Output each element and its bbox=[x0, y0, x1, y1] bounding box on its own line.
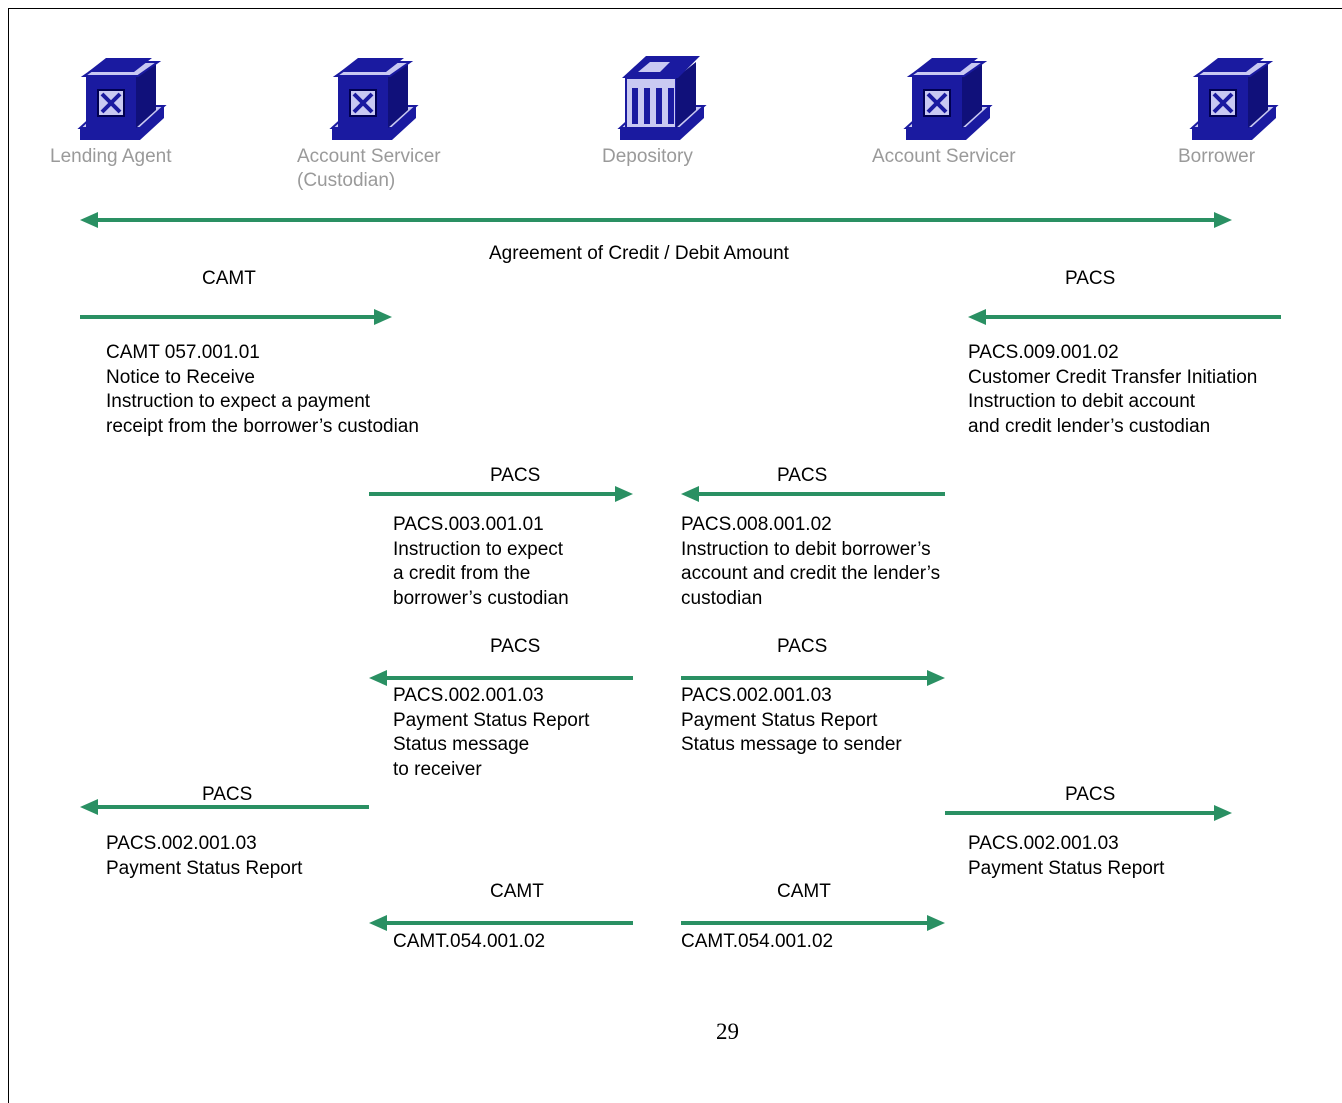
pacs-002-right-description: PACS.002.001.03 Payment Status Report bbox=[968, 832, 1164, 881]
message-line: Payment Status Report bbox=[968, 857, 1165, 879]
pacs-002-left-arrow bbox=[80, 799, 369, 815]
message-line: PACS.002.001.03 bbox=[681, 685, 832, 706]
message-line: PACS.003.001.01 bbox=[393, 514, 544, 535]
message-line: a credit from the bbox=[393, 563, 531, 584]
message-line: Instruction to expect bbox=[393, 538, 564, 560]
pacs-003-description: PACS.003.001.01 Instruction to expect a … bbox=[393, 513, 569, 611]
message-line: to receiver bbox=[393, 758, 482, 780]
message-line: Instruction to debit account bbox=[968, 391, 1196, 412]
pacs-008-arrow bbox=[681, 486, 945, 502]
actor-custodian-2: Account Servicer bbox=[872, 146, 1016, 167]
message-line: Instruction to debit borrower’s bbox=[681, 538, 931, 560]
actor-depository: Depository bbox=[602, 146, 693, 167]
pacs-002-right-arrow bbox=[945, 805, 1232, 821]
message-line: and credit lender’s custodian bbox=[968, 415, 1211, 437]
pacs-003-arrow bbox=[369, 486, 633, 502]
message-line: account and credit the lender’s bbox=[681, 563, 941, 584]
camt-054-left-description: CAMT.054.001.02 bbox=[393, 930, 545, 955]
message-line: custodian bbox=[681, 587, 763, 609]
agreement-label: Agreement of Credit / Debit Amount bbox=[489, 243, 789, 264]
pacs-002-receiver-arrow bbox=[369, 670, 633, 686]
pacs-008-type: PACS bbox=[777, 465, 828, 486]
message-line: PACS.002.001.03 bbox=[968, 833, 1119, 854]
message-line: CAMT.054.001.02 bbox=[681, 931, 834, 952]
message-line: Notice to Receive bbox=[106, 366, 255, 388]
camt-054-right-type: CAMT bbox=[777, 881, 831, 902]
camt-057-arrow bbox=[80, 309, 392, 325]
camt-top-type: CAMT bbox=[202, 268, 256, 289]
message-line: PACS.002.001.03 bbox=[106, 833, 257, 854]
message-line: CAMT 057.001.01 bbox=[106, 342, 260, 363]
page-frame bbox=[8, 8, 1342, 1103]
pacs-002-sender-type: PACS bbox=[777, 636, 828, 657]
camt-054-left-arrow bbox=[369, 915, 633, 931]
depository-building-icon bbox=[619, 55, 705, 141]
actor-custodian-1-sub: (Custodian) bbox=[297, 170, 396, 191]
account-servicer-bank-icon bbox=[904, 56, 992, 142]
pacs-009-arrow bbox=[968, 309, 1281, 325]
agreement-arrow bbox=[80, 212, 1232, 228]
pacs-002-left-type: PACS bbox=[202, 784, 253, 805]
pacs-002-sender-arrow bbox=[681, 670, 945, 686]
message-line: receipt from the borrower’s custodian bbox=[106, 415, 419, 437]
message-line: Customer Credit Transfer Initiation bbox=[968, 366, 1258, 388]
camt-054-right-arrow bbox=[681, 915, 945, 931]
pacs-002-receiver-type: PACS bbox=[490, 636, 541, 657]
message-line: Status message bbox=[393, 734, 530, 755]
borrower-bank-icon bbox=[1190, 56, 1278, 142]
message-line: PACS.002.001.03 bbox=[393, 685, 544, 706]
message-line: Instruction to expect a payment bbox=[106, 391, 371, 412]
message-line: Payment Status Report bbox=[106, 857, 303, 879]
message-line: PACS.008.001.02 bbox=[681, 514, 832, 535]
lending-agent-bank-icon bbox=[78, 56, 166, 142]
camt-054-left-type: CAMT bbox=[490, 881, 544, 902]
message-line: Payment Status Report bbox=[393, 709, 590, 731]
pacs-top-right-type: PACS bbox=[1065, 268, 1116, 289]
pacs-002-receiver-description: PACS.002.001.03 Payment Status Report St… bbox=[393, 684, 589, 782]
pacs-002-left-description: PACS.002.001.03 Payment Status Report bbox=[106, 832, 302, 881]
message-line: Status message to sender bbox=[681, 734, 902, 755]
actor-custodian-1: Account Servicer bbox=[297, 146, 441, 167]
message-line: Payment Status Report bbox=[681, 709, 878, 731]
message-line: PACS.009.001.02 bbox=[968, 342, 1119, 363]
pacs-top-right-description: PACS.009.001.02 Customer Credit Transfer… bbox=[968, 341, 1257, 439]
actor-lending-agent: Lending Agent bbox=[50, 146, 172, 167]
page-number: 29 bbox=[716, 1019, 739, 1044]
custodian-bank-icon bbox=[330, 56, 418, 142]
actor-borrower: Borrower bbox=[1178, 146, 1256, 167]
pacs-002-right-type: PACS bbox=[1065, 784, 1116, 805]
pacs-008-description: PACS.008.001.02 Instruction to debit bor… bbox=[681, 513, 940, 611]
pacs-002-sender-description: PACS.002.001.03 Payment Status Report St… bbox=[681, 684, 902, 758]
message-line: CAMT.054.001.02 bbox=[393, 931, 546, 952]
camt-054-right-description: CAMT.054.001.02 bbox=[681, 930, 833, 955]
message-line: borrower’s custodian bbox=[393, 587, 569, 609]
pacs-003-type: PACS bbox=[490, 465, 541, 486]
camt-top-description: CAMT 057.001.01 Notice to Receive Instru… bbox=[106, 341, 419, 439]
